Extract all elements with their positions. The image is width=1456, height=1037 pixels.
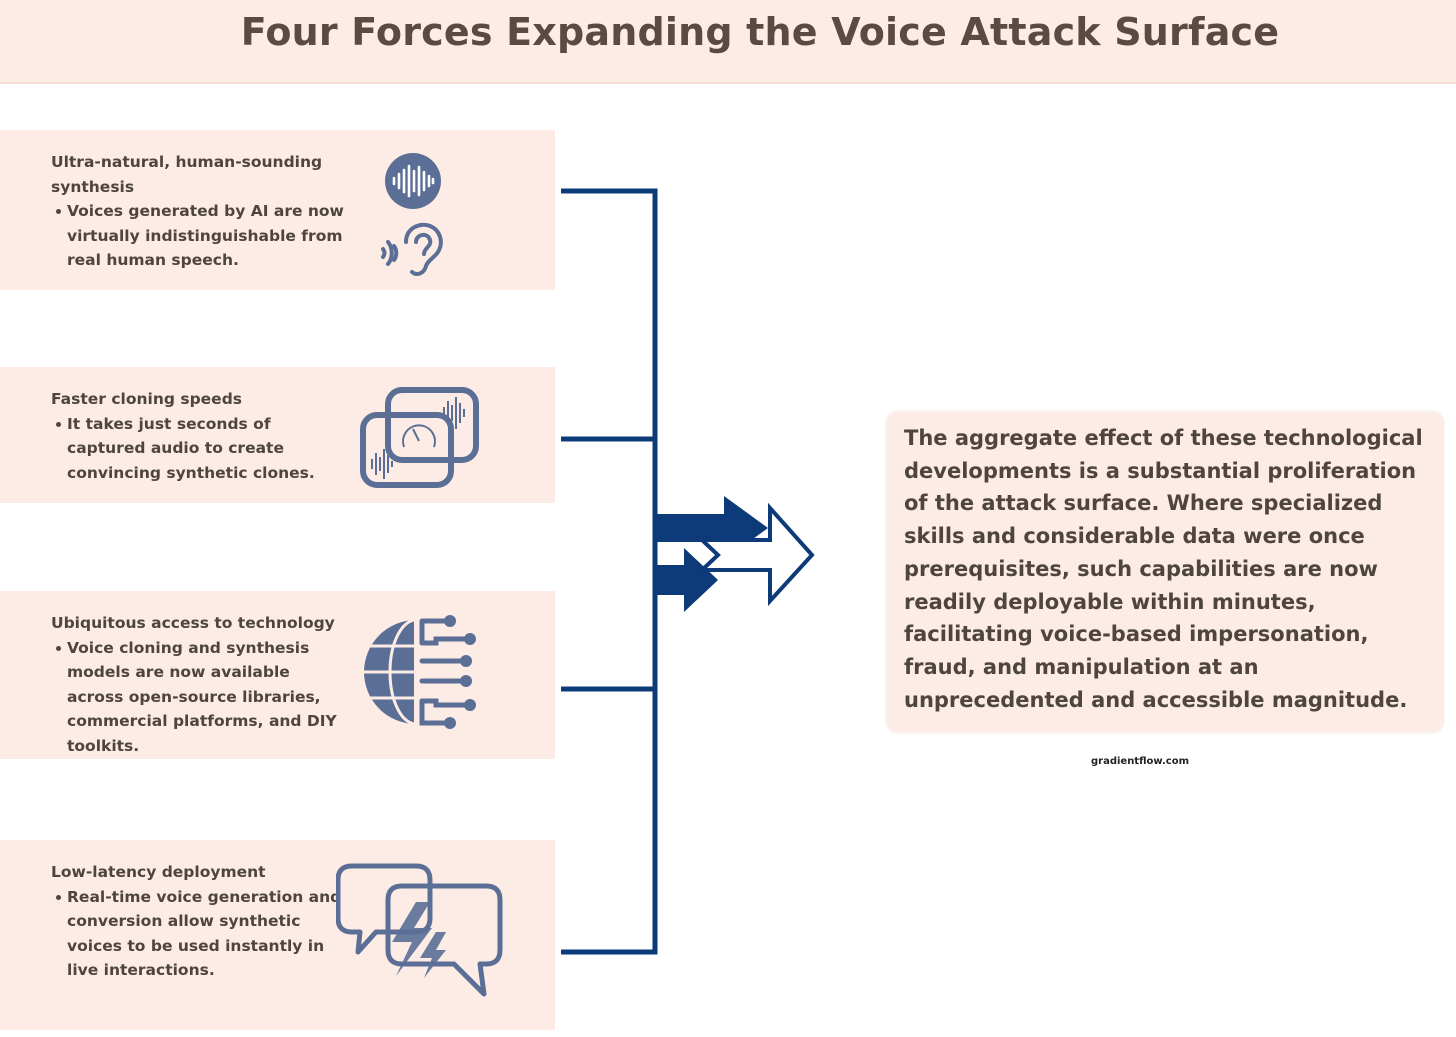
force-bullet: Real-time voice generation and conversio… bbox=[51, 885, 351, 983]
force-bullet: It takes just seconds of captured audio … bbox=[51, 412, 351, 486]
ear-icon bbox=[381, 222, 443, 276]
summary-box: The aggregate effect of these technologi… bbox=[887, 412, 1443, 732]
lightning-chat-icon bbox=[336, 863, 503, 997]
page-title: Four Forces Expanding the Voice Attack S… bbox=[240, 10, 1280, 54]
force-text: Low-latency deployment Real-time voice g… bbox=[51, 860, 351, 983]
force-text: Faster cloning speeds It takes just seco… bbox=[51, 387, 351, 485]
force-panel-low-latency: Low-latency deployment Real-time voice g… bbox=[0, 840, 555, 1030]
force-text: Ubiquitous access to technology Voice cl… bbox=[51, 611, 351, 759]
sound-wave-icon bbox=[385, 153, 441, 209]
force-panel-access: Ubiquitous access to technology Voice cl… bbox=[0, 591, 555, 759]
force-panel-cloning-speed: Faster cloning speeds It takes just seco… bbox=[0, 367, 555, 503]
title-banner: Four Forces Expanding the Voice Attack S… bbox=[0, 0, 1456, 84]
convergence-arrows bbox=[655, 496, 815, 612]
force-heading: Low-latency deployment bbox=[51, 863, 266, 881]
force-panel-synthesis: Ultra-natural, human-sounding synthesis … bbox=[0, 130, 555, 290]
force-heading: Ultra-natural, human-sounding synthesis bbox=[51, 153, 323, 196]
speed-clone-icon bbox=[360, 387, 479, 488]
source-credit: gradientflow.com bbox=[1090, 756, 1189, 767]
force-heading: Ubiquitous access to technology bbox=[51, 614, 335, 632]
globe-circuit-icon bbox=[362, 615, 476, 729]
force-text: Ultra-natural, human-sounding synthesis … bbox=[51, 150, 351, 273]
force-bullet: Voice cloning and synthesis models are n… bbox=[51, 636, 351, 759]
force-bullet: Voices generated by AI are now virtually… bbox=[51, 199, 351, 273]
force-heading: Faster cloning speeds bbox=[51, 390, 243, 408]
summary-text: The aggregate effect of these technologi… bbox=[904, 426, 1423, 712]
